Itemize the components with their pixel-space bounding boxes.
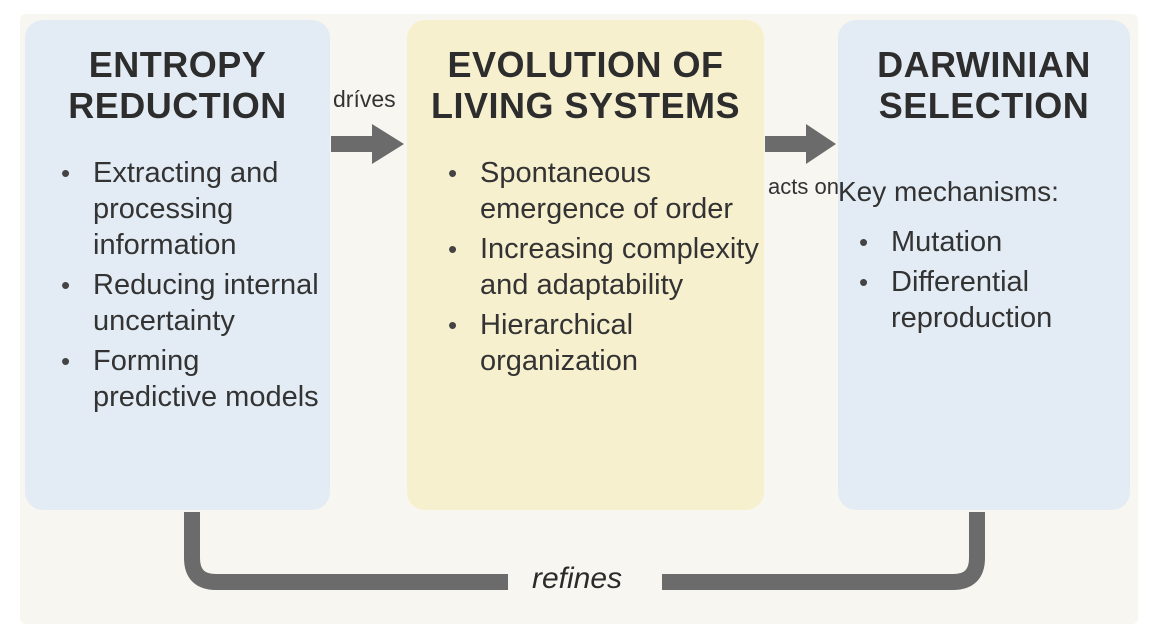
entropy-reduction-list: Extracting and processing information Re… <box>58 155 323 419</box>
drives-label: dríves <box>333 86 396 112</box>
list-item: Forming predictive models <box>58 343 323 415</box>
evolution-list: Spontaneous emergence of order Increasin… <box>445 155 760 383</box>
list-item: Hierarchical organization <box>445 307 760 379</box>
evolution-of-living-systems-box: EVOLUTION OF LIVING SYSTEMS Spontaneous … <box>407 20 764 510</box>
evolution-title: EVOLUTION OF LIVING SYSTEMS <box>430 44 741 126</box>
key-mechanisms-label: Key mechanisms: <box>838 176 1059 207</box>
refines-label: refines <box>532 562 623 595</box>
acts-on-label: acts on <box>768 174 839 199</box>
list-item: Extracting and processing information <box>58 155 323 263</box>
entropy-reduction-title: ENTROPY REDUCTION <box>68 44 287 126</box>
list-item: Spontaneous emergence of order <box>445 155 760 227</box>
list-item: Mutation <box>856 224 1121 260</box>
list-item: Increasing complexity and adaptability <box>445 231 760 303</box>
darwin-mechanisms-list: Mutation Differential reproduction <box>856 224 1121 340</box>
list-item: Differential reproduction <box>856 264 1121 336</box>
list-item: Reducing internal uncertainty <box>58 267 323 339</box>
darwinian-selection-box: DARWINIAN SELECTION Key mechanisms: Muta… <box>838 20 1130 510</box>
darwinian-selection-title: DARWINIAN SELECTION <box>877 44 1091 126</box>
entropy-reduction-box: ENTROPY REDUCTION Extracting and process… <box>25 20 330 510</box>
